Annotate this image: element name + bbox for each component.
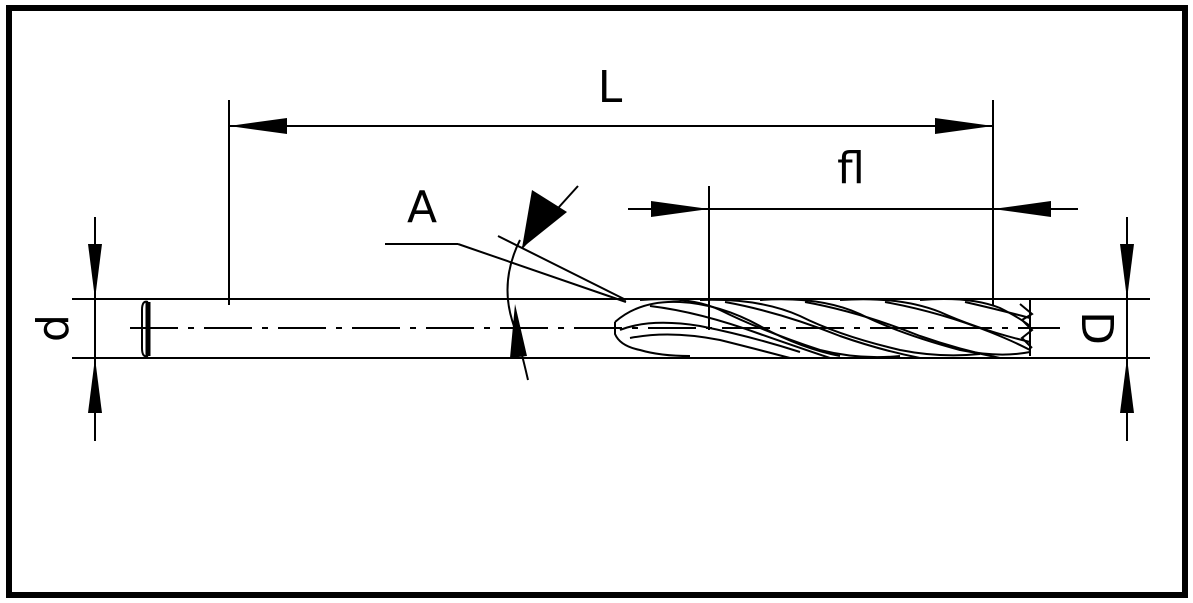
label-d: d bbox=[28, 314, 79, 342]
drawing-frame bbox=[6, 5, 1188, 598]
dimension-D bbox=[1120, 217, 1134, 441]
dimension-d bbox=[88, 217, 102, 441]
label-fl: fl bbox=[837, 143, 865, 194]
tool-body bbox=[72, 298, 1150, 359]
label-D: D bbox=[1071, 311, 1122, 345]
dimension-L bbox=[228, 100, 994, 305]
dimension-fl bbox=[628, 186, 1078, 330]
label-L: L bbox=[598, 62, 623, 113]
label-A: A bbox=[407, 182, 437, 233]
flute-section bbox=[614, 298, 1034, 359]
dimension-A bbox=[385, 185, 627, 381]
